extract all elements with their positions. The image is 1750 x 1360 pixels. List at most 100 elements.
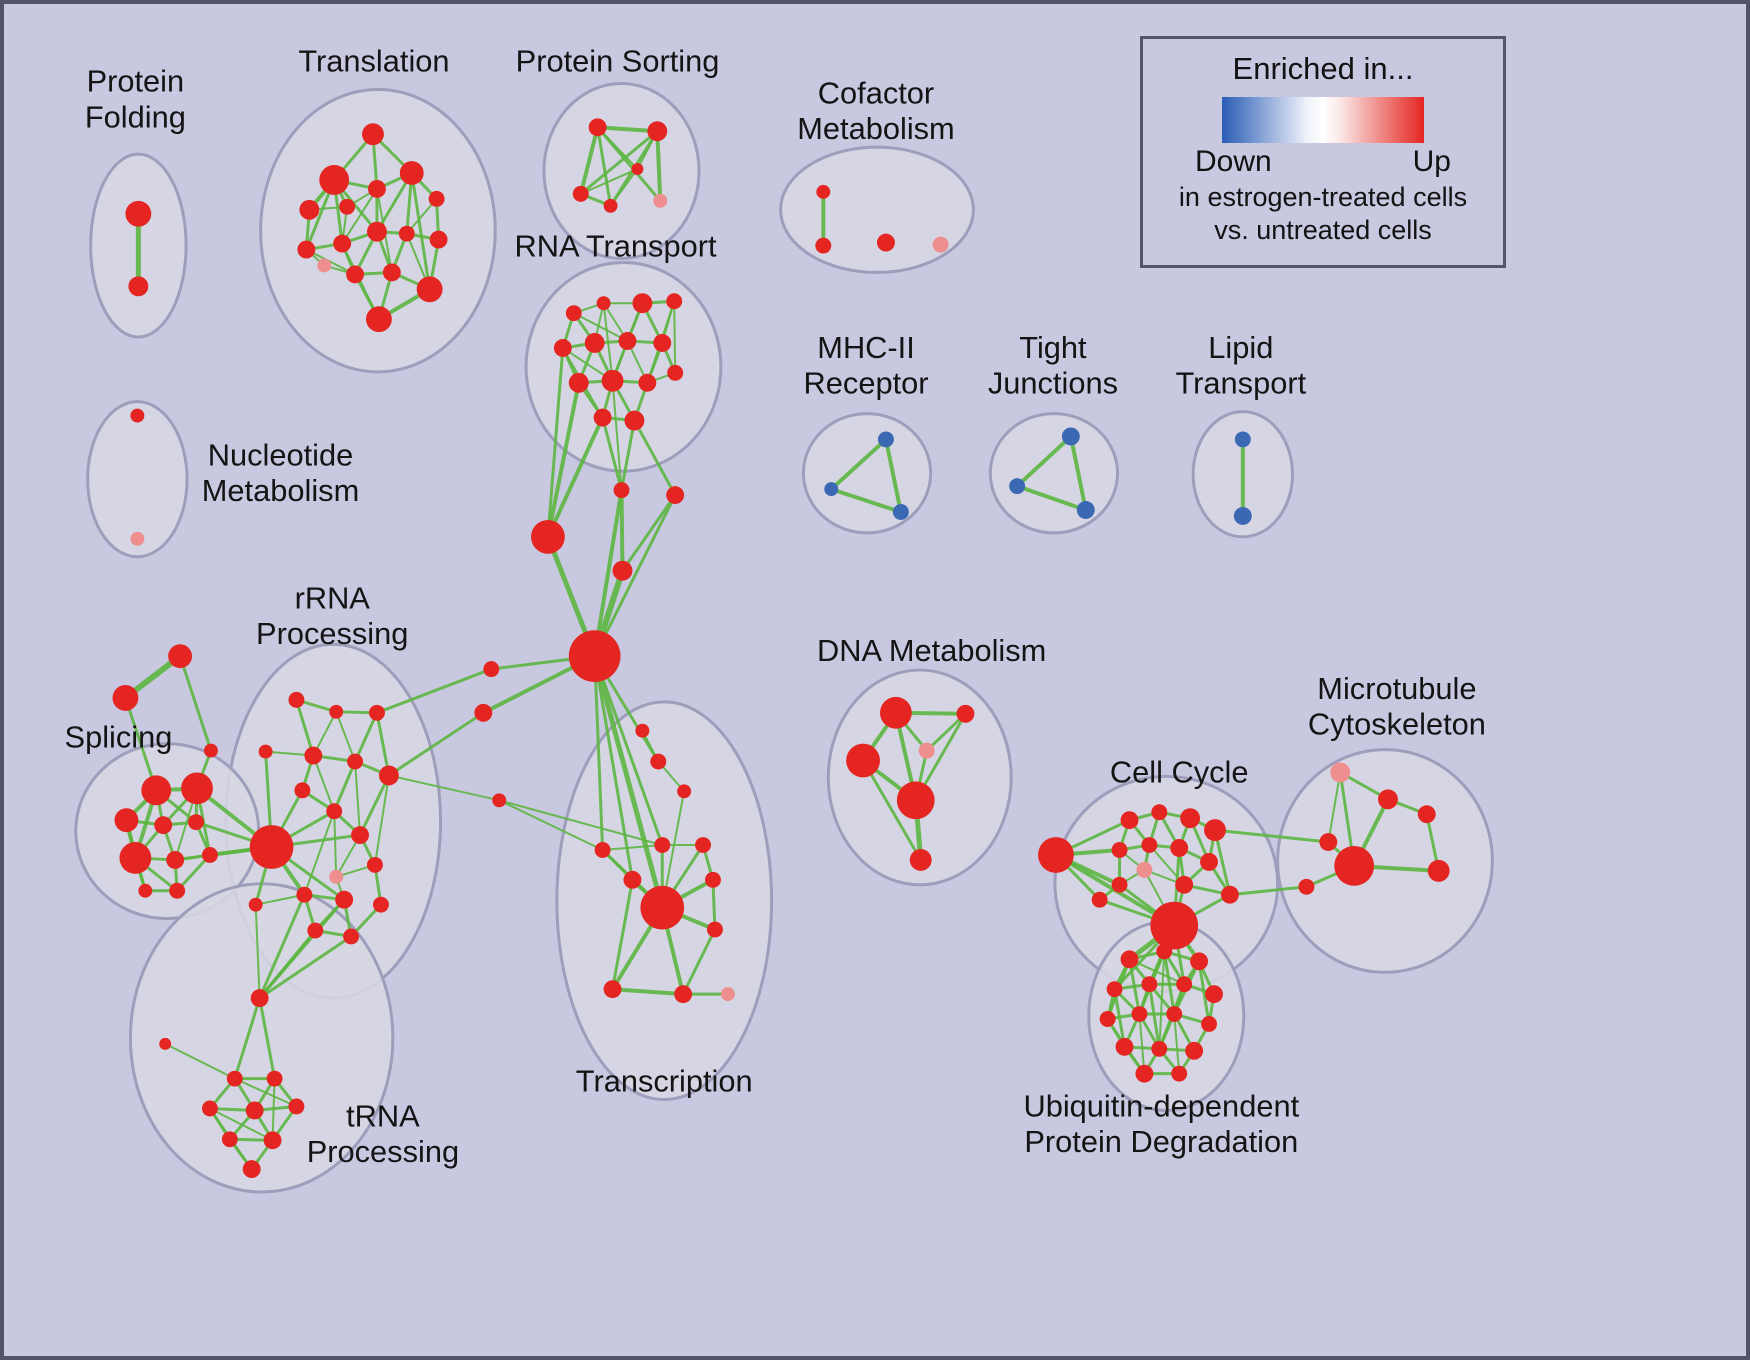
network-node xyxy=(169,882,186,899)
network-edge xyxy=(233,996,262,1081)
network-node xyxy=(372,896,389,913)
network-nodes xyxy=(112,118,1450,1179)
network-node xyxy=(1334,846,1375,886)
network-edge xyxy=(375,711,391,777)
cluster-label-splicing: Splicing xyxy=(65,720,173,755)
network-node xyxy=(130,531,145,546)
network-node xyxy=(181,772,213,805)
network-edge xyxy=(681,928,717,996)
network-node xyxy=(623,870,642,889)
network-node xyxy=(879,696,912,729)
network-node xyxy=(632,293,653,314)
network-node xyxy=(909,849,932,871)
network-node xyxy=(317,258,332,273)
network-node xyxy=(932,236,949,253)
network-node xyxy=(1111,876,1128,893)
network-edge xyxy=(387,774,501,802)
legend-down-label: Down xyxy=(1195,145,1272,178)
network-node xyxy=(572,185,589,202)
network-node xyxy=(603,198,618,213)
network-node xyxy=(1204,819,1226,842)
network-edge xyxy=(164,1042,236,1080)
network-node xyxy=(1417,805,1436,824)
network-node xyxy=(877,431,894,448)
network-node xyxy=(918,742,935,759)
network-node xyxy=(568,372,589,393)
network-node xyxy=(1427,859,1450,882)
network-edge xyxy=(621,493,677,573)
network-node xyxy=(201,1100,218,1117)
network-edge xyxy=(829,437,888,492)
network-edge xyxy=(611,878,634,991)
network-node xyxy=(125,200,152,227)
network-node xyxy=(1106,981,1123,998)
cluster-label-protein-sorting: Protein Sorting xyxy=(516,44,720,79)
network-edge xyxy=(1015,434,1073,489)
network-node xyxy=(242,1160,261,1179)
network-node xyxy=(258,744,273,759)
network-edge xyxy=(546,346,565,539)
network-node xyxy=(335,890,354,909)
network-edge xyxy=(620,419,636,492)
legend-box: Enriched in... Down Up in estrogen-treat… xyxy=(1140,36,1506,268)
network-node xyxy=(594,842,611,858)
network-node xyxy=(1205,985,1223,1004)
network-edge xyxy=(312,754,336,813)
network-edge xyxy=(596,125,613,208)
network-node xyxy=(483,661,500,678)
network-node xyxy=(1091,891,1108,908)
network-node xyxy=(128,276,149,297)
network-node xyxy=(333,234,352,253)
network-edge xyxy=(354,760,362,837)
network-node xyxy=(168,644,193,669)
network-node xyxy=(382,263,401,282)
network-node xyxy=(398,225,415,242)
network-edge xyxy=(601,416,623,492)
network-node xyxy=(130,408,145,423)
network-node xyxy=(250,989,269,1008)
network-edge xyxy=(1327,771,1342,844)
network-edge xyxy=(579,168,639,195)
network-edge xyxy=(610,987,686,997)
network-node xyxy=(638,373,657,392)
network-edge xyxy=(271,1077,276,1142)
network-edge xyxy=(592,653,665,911)
network-edge xyxy=(1213,828,1330,844)
network-node xyxy=(428,190,445,207)
network-node xyxy=(299,199,320,220)
network-edge xyxy=(375,667,493,715)
network-node xyxy=(1201,1016,1217,1032)
network-node xyxy=(593,408,612,427)
legend-scale-labels: Down Up xyxy=(1143,145,1503,181)
network-edge xyxy=(883,437,903,514)
network-node xyxy=(720,987,735,1002)
network-node xyxy=(896,781,935,820)
network-node xyxy=(1111,842,1128,858)
network-edge xyxy=(387,711,485,777)
network-edge xyxy=(596,126,639,171)
network-node xyxy=(1233,507,1252,525)
network-edge xyxy=(601,844,664,851)
network-node xyxy=(297,240,316,259)
network-node xyxy=(343,928,360,945)
network-edge xyxy=(294,698,315,758)
network-node xyxy=(288,691,305,708)
network-edge xyxy=(341,187,378,245)
network-node xyxy=(1038,837,1074,873)
network-edge xyxy=(1068,434,1088,512)
network-node xyxy=(1171,1065,1188,1082)
cluster-ellipse-microtubule-cytoskeleton xyxy=(1276,748,1494,974)
network-node xyxy=(1220,885,1239,904)
network-edge xyxy=(258,996,277,1081)
network-node xyxy=(114,808,139,833)
network-node xyxy=(1131,1006,1148,1022)
network-node xyxy=(596,296,611,311)
network-node xyxy=(705,871,721,888)
network-node xyxy=(288,1098,305,1115)
network-edge xyxy=(572,312,629,342)
network-node xyxy=(1185,1041,1204,1060)
